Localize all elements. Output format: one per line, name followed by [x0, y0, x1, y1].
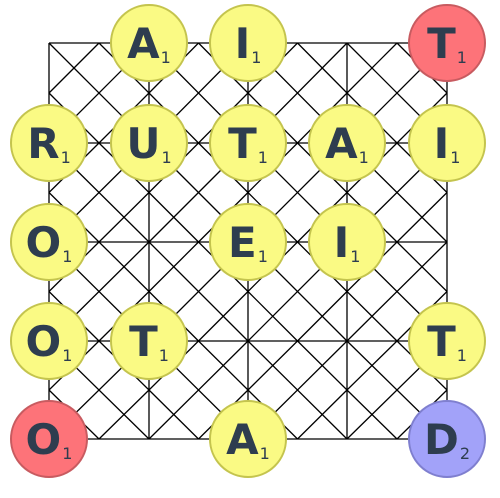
tile-letter: E [228, 218, 257, 267]
tile-score: 2 [459, 443, 471, 463]
tile-letter: A [127, 19, 160, 68]
grid-line-diamond [297, 291, 348, 342]
tile-score: 1 [161, 147, 172, 167]
tile-letter: T [427, 19, 456, 68]
grid-line-diamond [396, 241, 448, 292]
tile-score: 1 [257, 246, 268, 266]
tile-score: 1 [257, 147, 268, 167]
grid-line-diamond [98, 389, 150, 440]
grid-line-diamond [346, 389, 398, 440]
tile-score: 1 [62, 443, 73, 463]
tile-score: 1 [358, 147, 369, 167]
grid-line-diagonal [346, 241, 448, 342]
tile-score: 1 [350, 246, 361, 266]
tile-letter: O [25, 317, 62, 366]
grid-line-diamond [198, 340, 249, 391]
tile-score: 1 [450, 147, 461, 167]
tile-letter: A [226, 415, 259, 464]
tile-score: 1 [62, 246, 73, 266]
tile-score: 1 [456, 47, 467, 67]
tile-letter: D [423, 415, 459, 464]
grid-line-diamond [396, 192, 448, 243]
tile-letter: A [325, 119, 358, 168]
tile-letter: O [25, 218, 62, 267]
tile-score: 1 [160, 47, 171, 67]
grid-line-diamond [346, 42, 398, 94]
tile-letter: T [427, 317, 456, 366]
grid-line-diamond [297, 389, 348, 440]
tile-score: 1 [251, 47, 262, 67]
tile-letter: O [25, 415, 62, 464]
tile-score: 1 [158, 345, 169, 365]
grid-line-diamond [346, 291, 398, 342]
grid-line-diamond [148, 389, 199, 440]
grid-line-diamond [98, 241, 150, 292]
grid-line-diamond [297, 340, 348, 391]
tile-letter: I [234, 19, 251, 68]
tile-score: 1 [60, 147, 71, 167]
grid-line-diamond [98, 192, 150, 243]
grid-line-diamond [297, 42, 348, 94]
grid-line-diamond [48, 42, 100, 94]
grid-line-diamond [198, 291, 249, 342]
tile-letter: I [333, 218, 350, 267]
tile-letter: R [27, 119, 60, 168]
grid-line-diamond [247, 340, 298, 391]
tile-score: 1 [456, 345, 467, 365]
tile-letter: U [126, 119, 161, 168]
grid-line-diagonal [148, 340, 249, 440]
tile-score: 1 [259, 443, 270, 463]
grid-line-diamond [148, 192, 199, 243]
tile-letter: T [129, 317, 158, 366]
tile-letter: T [228, 119, 257, 168]
grid-line-diamond [148, 241, 199, 292]
grid-line-diamond [247, 291, 298, 342]
tile-letter: I [433, 119, 450, 168]
tile-score: 1 [62, 345, 73, 365]
grid-line-diamond [346, 340, 398, 391]
